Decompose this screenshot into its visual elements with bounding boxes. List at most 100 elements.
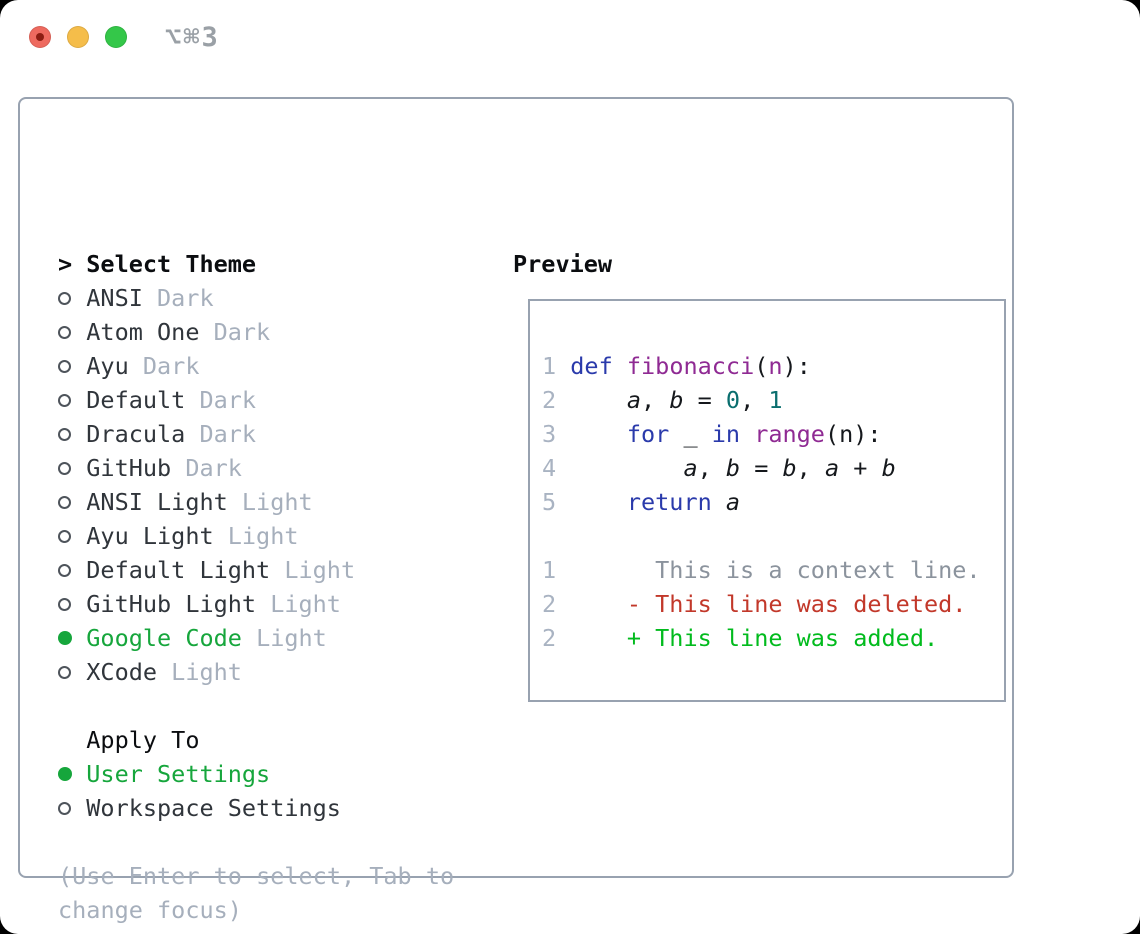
theme-name: Dracula <box>86 420 186 448</box>
diff-marker <box>627 556 655 584</box>
theme-name: ANSI Light <box>86 488 228 516</box>
radio-icon <box>58 359 86 373</box>
diff-text: This line was added. <box>655 624 939 652</box>
line-number: 2 <box>542 590 557 618</box>
code-line: 2 a, b = 0, 1 <box>542 383 1004 417</box>
code-text: return a <box>626 488 741 516</box>
radio-icon <box>58 291 86 305</box>
preview-diff: 1 This is a context line. 2 -This line was… <box>542 553 1004 655</box>
theme-option-default-light[interactable]: Default Light Light <box>58 553 454 587</box>
line-number: 1 <box>542 352 557 380</box>
theme-variant-badge: Dark <box>157 284 214 312</box>
diff-text: This line was deleted. <box>655 590 967 618</box>
theme-variant-badge: Dark <box>199 386 257 414</box>
apply-to-title: Apply To <box>86 726 200 754</box>
theme-name: Default <box>86 386 186 414</box>
radio-icon <box>58 801 86 815</box>
radio-icon <box>58 665 86 679</box>
apply-option-user-settings[interactable]: User Settings <box>58 757 454 791</box>
radio-icon <box>58 325 86 339</box>
theme-variant-badge: Dark <box>199 420 257 448</box>
radio-icon <box>58 427 86 441</box>
theme-name: GitHub <box>86 454 172 482</box>
preview-pane: 1 def fibonacci(n): 2 a, b = 0, 1 3 for _ in … <box>528 299 1006 702</box>
line-number: 3 <box>542 420 557 448</box>
diff-text: This is a context line. <box>655 556 981 584</box>
theme-option-default[interactable]: Default Dark <box>58 383 454 417</box>
theme-name: Google Code <box>86 624 242 652</box>
radio-icon <box>58 495 86 509</box>
theme-variant-badge: Light <box>270 590 341 618</box>
apply-to-header: Apply To <box>58 723 454 757</box>
theme-option-google-code[interactable]: Google Code Light <box>58 621 454 655</box>
code-line: 4 a, b = b, a + b <box>542 451 1004 485</box>
radio-selected-icon <box>58 767 86 781</box>
line-number: 5 <box>542 488 557 516</box>
diff-line-deleted: 2 -This line was deleted. <box>542 587 1004 621</box>
apply-option-workspace-settings[interactable]: Workspace Settings <box>58 791 454 825</box>
radio-selected-icon <box>58 631 86 645</box>
radio-icon <box>58 461 86 475</box>
radio-icon <box>58 529 86 543</box>
theme-variant-badge: Light <box>171 658 242 686</box>
code-text: for _ in range(n): <box>626 420 882 448</box>
theme-variant-badge: Dark <box>185 454 242 482</box>
radio-icon <box>58 393 86 407</box>
code-line: 3 for _ in range(n): <box>542 417 1004 451</box>
theme-variant-badge: Light <box>256 624 327 652</box>
apply-option-label: User Settings <box>86 760 271 788</box>
close-button-icon[interactable] <box>29 26 51 48</box>
window-title: ⌥⌘3 <box>165 21 220 53</box>
apply-option-label: Workspace Settings <box>86 794 341 822</box>
code-text: def fibonacci(n): <box>570 352 811 380</box>
theme-option-dracula[interactable]: Dracula Dark <box>58 417 454 451</box>
theme-name: Default Light <box>86 556 271 584</box>
select-theme-title: Select Theme <box>86 250 257 278</box>
theme-option-ansi-light[interactable]: ANSI Light Light <box>58 485 454 519</box>
diff-line-context: 1 This is a context line. <box>542 553 1004 587</box>
code-line: 5 return a <box>542 485 1004 519</box>
minimize-button-icon[interactable] <box>67 26 89 48</box>
zoom-button-icon[interactable] <box>105 26 127 48</box>
theme-option-ayu[interactable]: Ayu Dark <box>58 349 454 383</box>
theme-name: GitHub Light <box>86 590 257 618</box>
theme-option-ansi[interactable]: ANSI Dark <box>58 281 454 315</box>
line-number: 4 <box>542 454 557 482</box>
titlebar: ⌥⌘3 <box>29 22 220 53</box>
theme-name: Ayu Light <box>86 522 214 550</box>
diff-line-added: 2 + This line was added. <box>542 621 1004 655</box>
theme-name: ANSI <box>86 284 143 312</box>
theme-variant-badge: Light <box>284 556 356 584</box>
radio-icon <box>58 597 86 611</box>
diff-marker: + <box>626 624 642 652</box>
spacer-row <box>58 689 454 723</box>
theme-option-xcode[interactable]: XCode Light <box>58 655 454 689</box>
code-text: a, b = b, a + b <box>683 454 896 482</box>
theme-variant-badge: Dark <box>142 352 200 380</box>
diff-marker: - <box>626 590 642 618</box>
help-line-1: (Use Enter to select, Tab to <box>58 862 455 890</box>
theme-variant-badge: Light <box>241 488 313 516</box>
close-dot-icon <box>36 33 44 41</box>
theme-option-github[interactable]: GitHub Dark <box>58 451 454 485</box>
cursor-prompt-icon: > <box>58 250 73 278</box>
theme-name: Ayu <box>86 352 129 380</box>
preview-code: 1 def fibonacci(n): 2 a, b = 0, 1 3 for _ in … <box>542 349 1004 519</box>
line-number: 2 <box>542 386 557 414</box>
theme-name: XCode <box>86 658 158 686</box>
theme-option-github-light[interactable]: GitHub Light Light <box>58 587 454 621</box>
preview-title: Preview <box>513 250 613 278</box>
select-theme-header: > Select Theme <box>58 247 454 281</box>
help-line-2: change focus) <box>58 896 242 924</box>
theme-variant-badge: Dark <box>213 318 271 346</box>
line-number: 1 <box>542 556 557 584</box>
code-text: a, b = 0, 1 <box>626 386 783 414</box>
line-number: 2 <box>542 624 557 652</box>
